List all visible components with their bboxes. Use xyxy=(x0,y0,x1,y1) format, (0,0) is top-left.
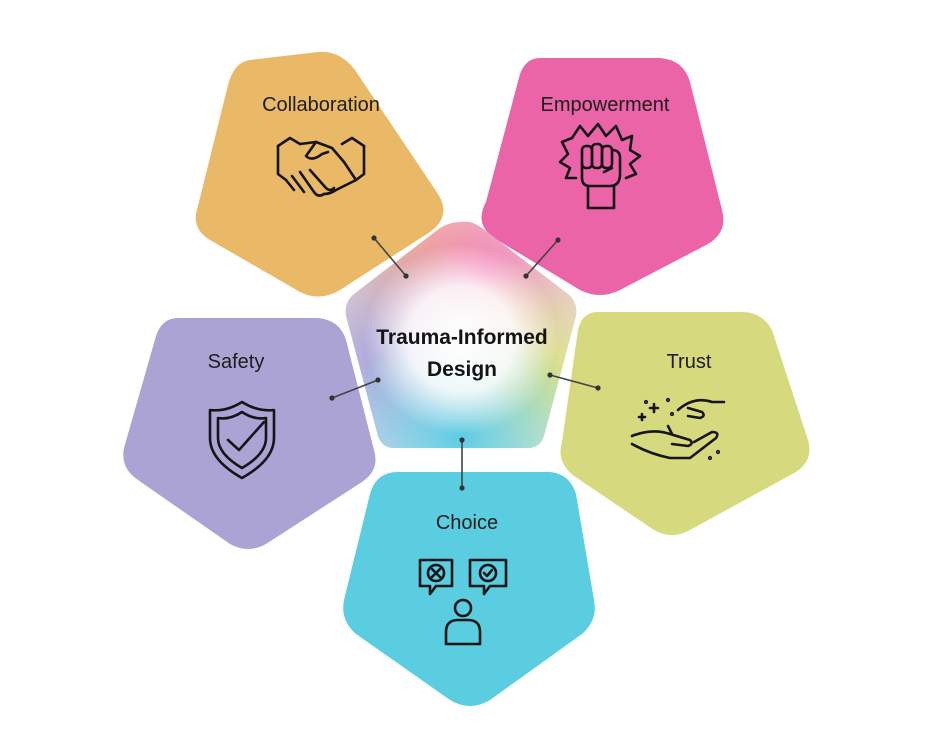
connector-empowerment xyxy=(525,239,559,277)
connector-safety-dot-a xyxy=(375,377,381,383)
node-safety-label: Safety xyxy=(208,351,265,373)
node-trust-shape xyxy=(560,312,810,535)
raised-fist-icon xyxy=(558,122,642,210)
connector-empowerment-dot-b xyxy=(523,273,529,279)
connector-trust-dot-a xyxy=(547,372,553,378)
center-title-line1: Trauma-Informed xyxy=(376,326,548,349)
handshake-icon xyxy=(276,136,366,197)
shield-check-icon xyxy=(208,400,276,480)
node-empowerment-label: Empowerment xyxy=(541,94,670,116)
connector-safety xyxy=(331,379,379,399)
connector-choice-dot-b xyxy=(459,485,465,491)
connector-collaboration-dot-a xyxy=(371,235,377,241)
connector-safety-dot-b xyxy=(329,395,335,401)
connector-trust-dot-b xyxy=(595,385,601,391)
node-empowerment-shape xyxy=(481,58,724,295)
center-title-line2: Design xyxy=(427,358,497,381)
node-safety-shape xyxy=(123,318,376,549)
node-collaboration-label: Collaboration xyxy=(262,94,380,116)
node-choice-label: Choice xyxy=(436,512,498,534)
giving-hands-icon xyxy=(630,397,726,461)
node-trust-label: Trust xyxy=(667,351,712,373)
connectors xyxy=(329,235,601,491)
center-node: Trauma-Informed Design xyxy=(345,221,577,448)
node-collaboration-shape xyxy=(195,51,444,297)
connector-empowerment-dot-a xyxy=(555,237,561,243)
connector-collaboration xyxy=(373,237,407,277)
connector-choice-dot-a xyxy=(459,437,465,443)
connector-collaboration-dot-b xyxy=(403,273,409,279)
node-choice-shape xyxy=(343,472,595,706)
choice-person-icon xyxy=(418,558,508,646)
connector-trust xyxy=(549,374,599,389)
